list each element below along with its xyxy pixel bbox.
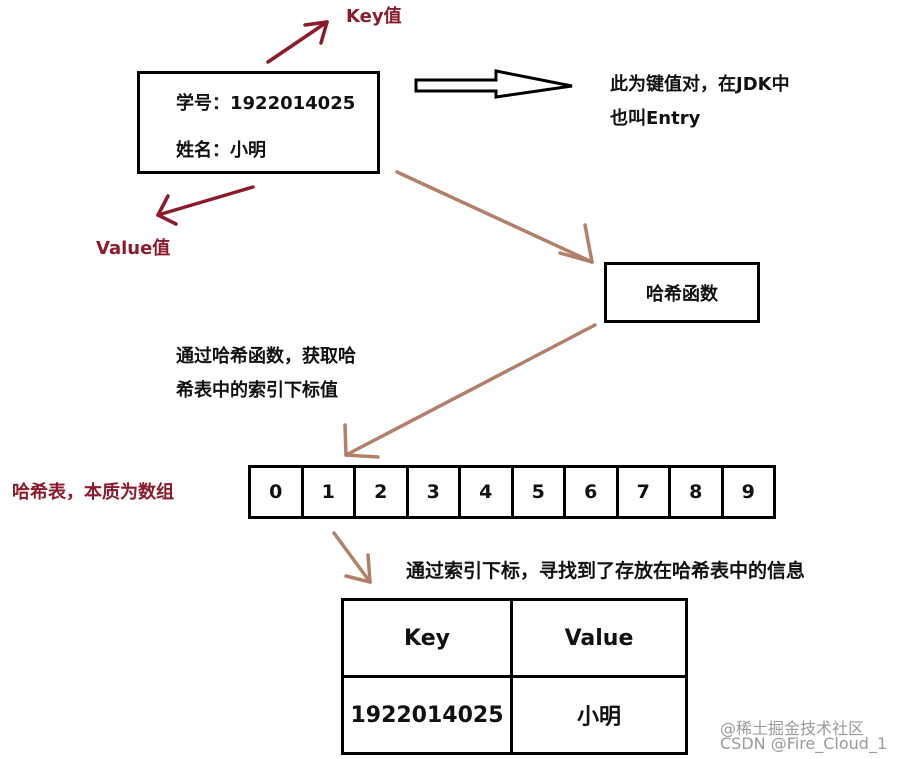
array-cell: 8 — [668, 465, 724, 519]
array-cell: 4 — [458, 465, 514, 519]
cell-value: 小明 — [510, 675, 688, 755]
key-label: Key值 — [346, 6, 402, 27]
value-label: Value值 — [96, 238, 171, 259]
value-arrow — [156, 185, 255, 226]
cell-key: 1922014025 — [341, 675, 513, 755]
array-cell: 3 — [405, 465, 461, 519]
entry-block-arrow — [414, 69, 573, 99]
array-cell: 2 — [353, 465, 409, 519]
header-key: Key — [341, 598, 513, 678]
entry-box: 学号：1922014025 姓名：小明 — [137, 71, 380, 174]
to-hash-function-arrow — [395, 170, 594, 264]
entry-student-id: 学号：1922014025 — [176, 93, 356, 114]
array-cell: 6 — [563, 465, 619, 519]
find-info-label: 通过索引下标，寻找到了存放在哈希表中的信息 — [406, 560, 806, 582]
entry-student-name: 姓名：小明 — [176, 140, 266, 161]
hash-table-label: 哈希表，本质为数组 — [12, 482, 174, 503]
entry-note-line1: 此为键值对，在JDK中 — [610, 74, 790, 95]
table-row: Key Value — [341, 598, 688, 678]
entry-note-line2: 也叫Entry — [610, 108, 701, 129]
array-cell: 1 — [300, 465, 356, 519]
to-result-arrow — [332, 531, 372, 584]
array-cell: 9 — [720, 465, 776, 519]
get-index-line2: 希表中的索引下标值 — [176, 380, 338, 401]
hash-function-box: 哈希函数 — [604, 262, 760, 323]
array-cell: 0 — [248, 465, 304, 519]
array-cell: 5 — [510, 465, 566, 519]
hash-table-array: 0 1 2 3 4 5 6 7 8 9 — [248, 465, 776, 519]
array-cell: 7 — [615, 465, 671, 519]
to-array-arrow — [343, 323, 597, 459]
header-value: Value — [510, 598, 688, 678]
key-arrow — [266, 20, 329, 64]
result-table: Key Value 1922014025 小明 — [341, 598, 688, 755]
table-row: 1922014025 小明 — [341, 675, 688, 755]
watermark-line2: CSDN @Fire_Cloud_1 — [720, 734, 888, 753]
watermark-line1: @稀土掘金技术社区 — [720, 719, 865, 738]
hash-function-label: 哈希函数 — [646, 283, 718, 305]
get-index-line1: 通过哈希函数，获取哈 — [176, 346, 356, 367]
